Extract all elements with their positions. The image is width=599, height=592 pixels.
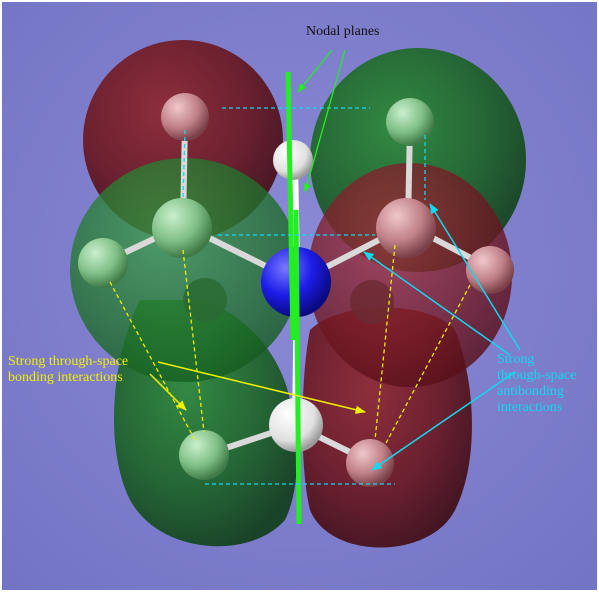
hydrogen-atom-bottom-left	[179, 430, 229, 480]
hydrogen-atom-top-center	[273, 140, 313, 180]
antibonding-interactions-label: Strong through-space antibonding interac…	[497, 352, 576, 416]
hydrogen-atom-left	[78, 238, 128, 288]
hydrogen-atom-inner-left	[183, 278, 227, 322]
nodal-plane-upper	[285, 71, 296, 341]
carbon-atom-right	[376, 198, 436, 258]
hydrogen-atom-top-right	[386, 98, 434, 146]
nodal-plane-lower	[293, 209, 302, 525]
antibonding-arrows	[363, 203, 521, 471]
front-antibonding-lobe-right	[308, 163, 512, 387]
front-bonding-lobe-left	[70, 158, 300, 382]
hydrogen-atom-top-left	[161, 93, 209, 141]
nodal-planes-text: Nodal planes	[306, 24, 380, 39]
dashed-reference-lines	[182, 107, 426, 485]
carbon-atom-left	[152, 198, 212, 258]
bonding-interaction-lines	[109, 244, 471, 446]
bonding-label-line-2: bonding interactions	[8, 370, 123, 385]
nodal-plane-arrows	[297, 49, 346, 193]
hydrogen-atom-right	[466, 246, 514, 294]
bonding-interactions-label: Strong through-space bonding interaction…	[8, 354, 128, 386]
bonding-arrows	[149, 361, 367, 414]
antibonding-label-line-3: antibonding	[497, 384, 564, 399]
antibonding-label-line-4: interactions	[497, 400, 563, 415]
hydrogen-atom-bottom-right	[346, 439, 394, 487]
antibonding-label-line-2: through-space	[497, 368, 577, 383]
antibonding-label-line-1: Strong	[497, 352, 535, 367]
nodal-planes-label: Nodal planes	[306, 24, 379, 40]
bonding-label-line-1: Strong through-space	[8, 354, 129, 369]
hydrogen-atom-inner-right	[350, 280, 394, 324]
